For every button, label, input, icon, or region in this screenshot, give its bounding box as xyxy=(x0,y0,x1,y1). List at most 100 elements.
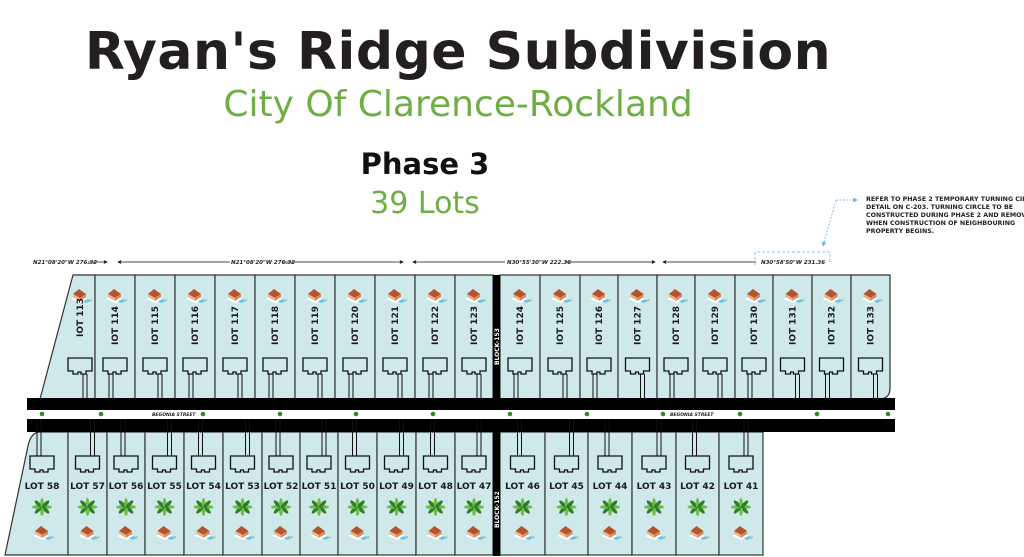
note-line: WHEN CONSTRUCTION OF NEIGHBOURING xyxy=(866,220,1016,227)
house-footprint xyxy=(262,357,288,375)
street-name: BEGONIA STREET xyxy=(670,412,714,418)
lot-41[interactable]: LOT 41 xyxy=(718,431,764,556)
lot-116[interactable]: IOT 116 xyxy=(174,274,216,400)
lot-128[interactable]: IOT 128 xyxy=(656,274,696,400)
lot-label: LOT 50 xyxy=(340,482,375,492)
house-icon xyxy=(386,289,407,303)
house-footprint xyxy=(268,455,294,473)
lot-label: LOT 57 xyxy=(70,482,105,492)
lot-label: IOT 122 xyxy=(431,306,441,345)
block-152-label: BLOCK-152 xyxy=(494,491,501,528)
lot-117[interactable]: IOT 117 xyxy=(214,274,256,400)
lot-43[interactable]: LOT 43 xyxy=(631,431,677,556)
lot-50[interactable]: LOT 50 xyxy=(337,431,378,556)
lot-label: IOT 120 xyxy=(351,306,361,345)
house-footprint xyxy=(29,455,55,473)
house-footprint xyxy=(779,357,806,375)
lot-123[interactable]: IOT 123 xyxy=(454,274,494,400)
palm-tree-icon xyxy=(116,498,136,516)
lot-label: LOT 51 xyxy=(302,482,337,492)
lot-47[interactable]: LOT 47 xyxy=(454,431,494,556)
house-footprint xyxy=(151,455,178,473)
phase-heading: Phase 3 xyxy=(360,147,490,181)
lot-127[interactable]: IOT 127 xyxy=(617,274,658,400)
lot-119[interactable]: IOT 119 xyxy=(294,274,336,400)
lot-122[interactable]: IOT 122 xyxy=(414,274,456,400)
house-icon xyxy=(465,526,486,540)
lot-131[interactable]: IOT 131 xyxy=(772,274,813,400)
lot-126[interactable]: IOT 126 xyxy=(579,274,619,400)
lot-52[interactable]: LOT 52 xyxy=(261,431,301,556)
house-icon xyxy=(186,289,207,303)
house-icon xyxy=(861,289,883,303)
house-footprint xyxy=(67,357,93,375)
lot-118[interactable]: IOT 118 xyxy=(254,274,296,400)
lot-label: LOT 56 xyxy=(109,482,144,492)
lot-132[interactable]: IOT 132 xyxy=(811,274,852,400)
lot-120[interactable]: IOT 120 xyxy=(334,274,376,400)
lot-label: IOT 114 xyxy=(111,306,121,345)
house-icon xyxy=(194,526,216,540)
bearing-label: N21°08'20"W 276.32 xyxy=(231,260,295,266)
lot-133[interactable]: IOT 133 xyxy=(850,274,891,400)
lot-49[interactable]: LOT 49 xyxy=(376,431,417,556)
lot-51[interactable]: LOT 51 xyxy=(299,431,339,556)
house-footprint xyxy=(597,455,623,473)
lot-130[interactable]: IOT 130 xyxy=(734,274,774,400)
house-footprint xyxy=(306,455,332,473)
dimension-lines: N21°08'20"W 276.32 N21°08'20"W 276.32 N3… xyxy=(33,259,825,266)
palm-tree-icon xyxy=(154,498,175,516)
house-footprint xyxy=(342,357,368,375)
house-footprint xyxy=(229,455,256,473)
lot-44[interactable]: LOT 44 xyxy=(587,431,633,556)
house-icon xyxy=(590,289,611,303)
house-footprint xyxy=(624,357,651,375)
lot-label: LOT 42 xyxy=(680,482,715,492)
house-footprint xyxy=(102,357,128,375)
house-footprint xyxy=(818,357,845,375)
lot-124[interactable]: IOT 124 xyxy=(499,274,541,400)
house-icon xyxy=(306,289,327,303)
palm-tree-icon xyxy=(309,498,329,516)
house-footprint xyxy=(586,357,612,375)
block-152 xyxy=(493,432,500,556)
lot-121[interactable]: IOT 121 xyxy=(374,274,416,400)
lot-129[interactable]: IOT 129 xyxy=(694,274,736,400)
lot-label: LOT 44 xyxy=(593,482,628,492)
house-footprint xyxy=(222,357,248,375)
lot-46[interactable]: LOT 46 xyxy=(499,431,546,556)
lot-count: 39 Lots xyxy=(370,186,480,221)
house-icon xyxy=(426,289,447,303)
lot-125[interactable]: IOT 125 xyxy=(539,274,581,400)
house-icon xyxy=(233,526,255,540)
palm-tree-icon xyxy=(193,498,214,516)
lot-115[interactable]: IOT 115 xyxy=(134,274,176,400)
house-icon xyxy=(551,289,572,303)
palm-tree-icon xyxy=(232,498,253,516)
lot-45[interactable]: LOT 45 xyxy=(544,431,589,556)
house-icon xyxy=(226,289,247,303)
lot-label: IOT 119 xyxy=(311,306,321,345)
palm-tree-icon xyxy=(512,498,533,516)
street-light-dot xyxy=(737,411,743,417)
lot-48[interactable]: LOT 48 xyxy=(415,431,456,556)
house-icon xyxy=(33,526,54,540)
lot-57[interactable]: LOT 57 xyxy=(67,431,108,556)
turning-circle-note: REFER TO PHASE 2 TEMPORARY TURNING CIRCL… xyxy=(866,196,1024,236)
palm-tree-icon xyxy=(386,498,407,516)
lot-label: IOT 115 xyxy=(151,306,161,345)
house-icon xyxy=(155,526,177,540)
lot-53[interactable]: LOT 53 xyxy=(222,431,263,556)
house-footprint xyxy=(684,455,711,473)
lot-58[interactable]: LOT 58 xyxy=(4,431,69,556)
street-light-dot xyxy=(98,411,104,417)
house-icon xyxy=(628,289,650,303)
house-footprint xyxy=(857,357,884,375)
lot-42[interactable]: LOT 42 xyxy=(675,431,720,556)
lot-54[interactable]: LOT 54 xyxy=(183,431,224,556)
lot-114[interactable]: IOT 114 xyxy=(94,274,136,400)
lot-label: IOT 118 xyxy=(271,306,281,345)
lot-55[interactable]: LOT 55 xyxy=(144,431,185,556)
lot-56[interactable]: LOT 56 xyxy=(106,431,146,556)
